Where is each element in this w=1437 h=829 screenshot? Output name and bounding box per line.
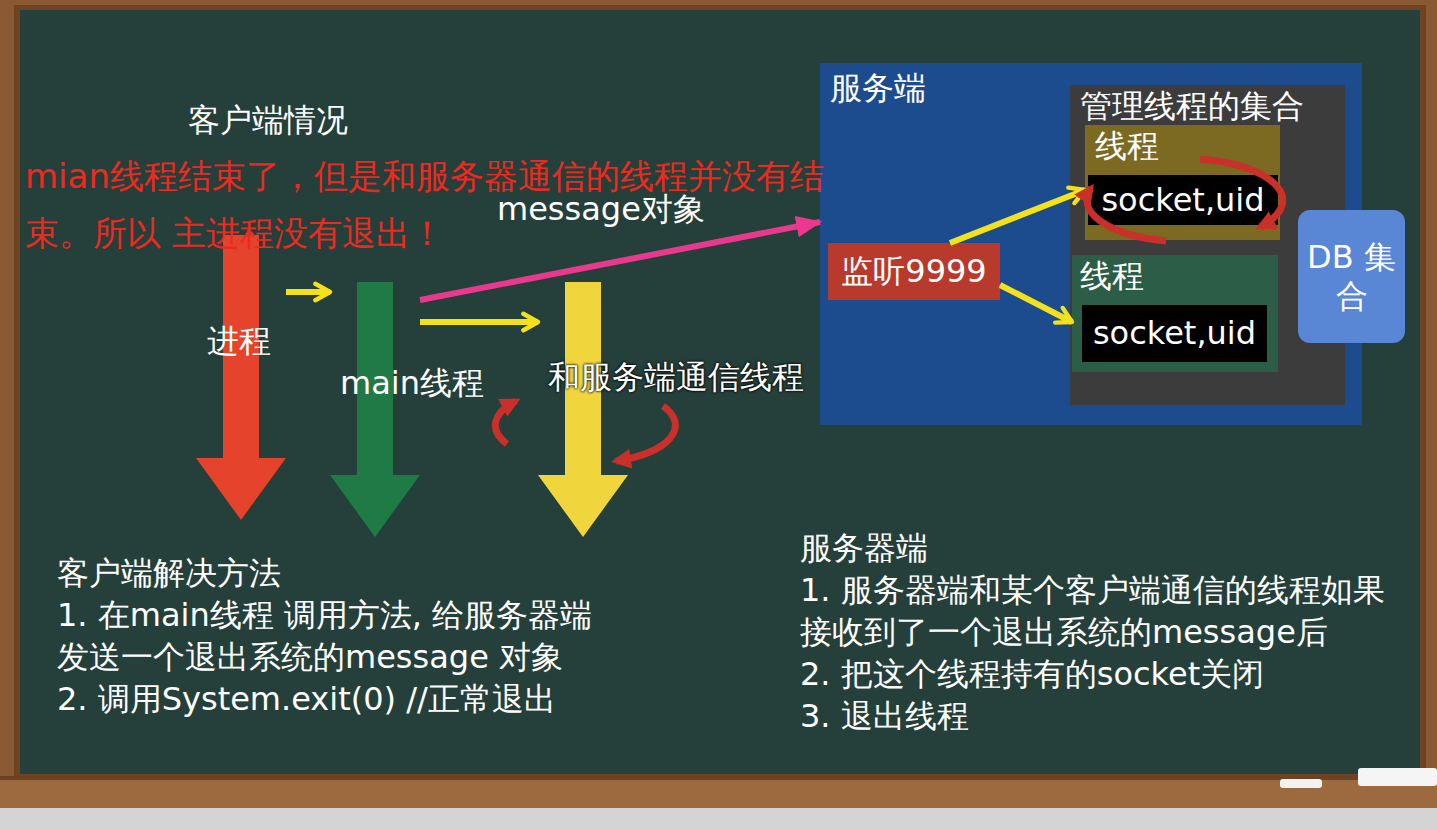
box-label: DB 集合 (1298, 238, 1405, 315)
box-title: 进程 (207, 322, 271, 360)
box-label: socket,uid (1093, 314, 1256, 352)
connector-arrow (420, 222, 820, 300)
connector-arrow (950, 190, 1085, 243)
listen-box: 监听9999 (828, 243, 1000, 300)
tray-edge (0, 776, 1437, 780)
socket-box: socket,uid (1082, 305, 1267, 362)
text-block: 客户端解决方法1. 在main线程 调用方法, 给服务器端 发送一个退出系统的m… (57, 552, 602, 720)
thread-box: 线程 socket,uid (1085, 125, 1280, 240)
thread-arrow: main线程 (330, 282, 420, 537)
cycle-arrow (616, 406, 675, 461)
text-block: mian线程结束了，但是和服务器通信的线程并没有结束。所以 主进程没有退出！ (25, 148, 850, 262)
note-text: 2. 调用System.exit(0) //正常退出 (57, 678, 602, 720)
socket-box: socket,uid (1088, 175, 1278, 225)
box-title: 和服务端通信线程 (548, 358, 804, 396)
chalk-piece (1358, 768, 1437, 786)
process-arrow: 进程 (196, 235, 286, 520)
section-heading: 客户端情况 (188, 100, 508, 140)
box-title: 管理线程的集合 (1080, 87, 1304, 125)
note-text: 1. 在main线程 调用方法, 给服务器端 发送一个退出系统的message … (57, 594, 602, 678)
frame-inner-edge (14, 5, 1426, 781)
cycle-arrow (495, 401, 516, 444)
arrow-body (196, 235, 286, 520)
server-box: 服务端监听9999 管理线程的集合线程 socket,uid 线程 socket,uid… (820, 63, 1362, 425)
note-text: 3. 退出线程 (800, 695, 1416, 737)
arrow-shape (196, 235, 286, 520)
box-title: 服务端 (830, 69, 926, 107)
box-title: 线程 (1080, 257, 1144, 295)
box-label: socket,uid (1101, 181, 1264, 219)
text-block: 客户端情况 (188, 100, 508, 140)
box-title: 线程 (1095, 127, 1159, 165)
arrow-body (330, 282, 420, 537)
db-box: DB 集合 (1298, 210, 1405, 343)
box-label: 监听9999 (841, 252, 986, 290)
arrow-shape (330, 282, 420, 537)
cycle-arrow (1200, 159, 1283, 227)
thread-box: 线程 socket,uid (1072, 255, 1278, 372)
wood-frame (0, 0, 1437, 808)
connector-arrow (420, 319, 538, 325)
cycle-arrow (1087, 188, 1166, 241)
thread-arrow: 和服务端通信线程 (538, 282, 628, 537)
arrow-shape (538, 282, 628, 537)
note-text: mian线程结束了，但是和服务器通信的线程并没有结束。所以 主进程没有退出！ (25, 148, 850, 262)
connector-arrow (1000, 285, 1072, 322)
note-text: 服务器端 (800, 527, 1416, 569)
connector-arrow (286, 289, 330, 295)
board-surface (20, 10, 1420, 774)
box-title: main线程 (340, 364, 484, 402)
chalk-piece (1280, 779, 1322, 788)
note-text: 客户端解决方法 (57, 552, 602, 594)
chalk-tray (0, 776, 1437, 808)
text-block: 服务器端1. 服务器端和某个客户端通信的线程如果接收到了一个退出系统的messa… (800, 527, 1416, 737)
note-text: 1. 服务器端和某个客户端通信的线程如果接收到了一个退出系统的message后 (800, 569, 1416, 653)
arrow-body (538, 282, 628, 537)
note-text: 2. 把这个线程持有的socket关闭 (800, 653, 1416, 695)
